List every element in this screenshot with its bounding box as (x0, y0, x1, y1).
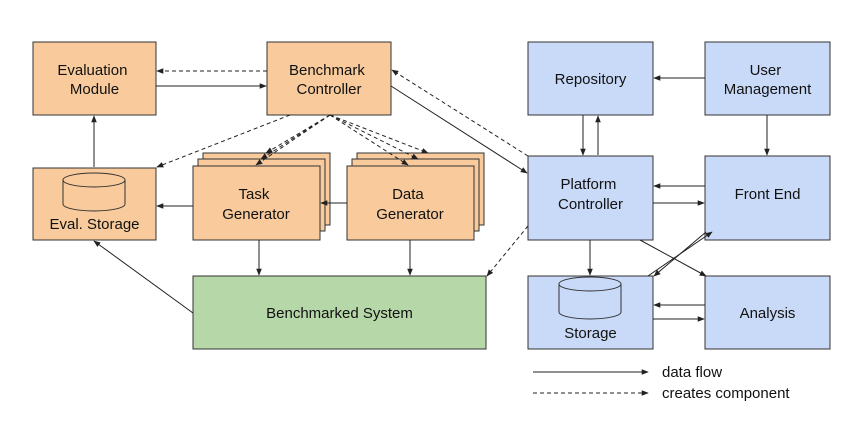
edge-benchmark-controller-to-platform-controller (390, 85, 528, 174)
platform-controller-node: Platform Controller (527, 155, 654, 241)
edge-platform-controller-to-analysis (639, 239, 707, 277)
data-generator-node: Data Generator (346, 152, 485, 241)
edge-benchmark-controller-creates-task-gen-3 (265, 114, 331, 154)
edge-platform-controller-creates-benchmark-controller (391, 69, 529, 157)
svg-text:Evaluation Module: Evaluation Module (57, 62, 131, 98)
legend-data-flow-label: data flow (662, 364, 722, 381)
user-management-node: User Management (704, 41, 831, 116)
svg-text:User Management: User Management (724, 62, 812, 98)
svg-text:Benchmark Controller: Benchmark Controller (289, 62, 369, 98)
svg-text:Front End: Front End (735, 186, 801, 203)
eval-storage-node: Eval. Storage (32, 167, 157, 241)
svg-text:Platform Controller: Platform Controller (558, 176, 623, 213)
repository-node: Repository (527, 41, 654, 116)
edge-benchmark-controller-creates-data-gen-3 (329, 114, 429, 154)
benchmarked-system-node: Benchmarked System (192, 275, 487, 350)
benchmark-controller-node: Benchmark Controller (266, 41, 392, 116)
svg-text:Repository: Repository (555, 71, 627, 88)
svg-text:Data Generator: Data Generator (376, 186, 444, 223)
svg-text:Task Generator: Task Generator (222, 186, 290, 223)
database-icon (62, 172, 126, 212)
edge-benchmark-controller-creates-data-gen-1 (329, 114, 409, 166)
evaluation-module-node: Evaluation Module (32, 41, 157, 116)
edge-benchmark-controller-creates-eval-storage (156, 114, 291, 168)
storage-node: Storage (527, 275, 654, 350)
svg-text:Storage: Storage (564, 325, 617, 342)
database-icon (558, 276, 622, 320)
svg-text:Benchmarked System: Benchmarked System (266, 305, 413, 322)
edge-benchmark-controller-creates-data-gen-2 (329, 114, 419, 160)
svg-text:Eval. Storage: Eval. Storage (49, 216, 139, 233)
edge-front-end-to-storage (653, 231, 707, 277)
edge-platform-controller-creates-benchmarked-system (486, 225, 529, 277)
edge-benchmarked-system-to-eval-storage (93, 240, 194, 314)
analysis-node: Analysis (704, 275, 831, 350)
edge-benchmark-controller-creates-task-gen-2 (260, 114, 331, 160)
svg-text:Analysis: Analysis (740, 305, 796, 322)
task-generator-node: Task Generator (192, 152, 331, 241)
legend-creates-component-label: creates component (662, 385, 790, 402)
front-end-node: Front End (704, 155, 831, 241)
